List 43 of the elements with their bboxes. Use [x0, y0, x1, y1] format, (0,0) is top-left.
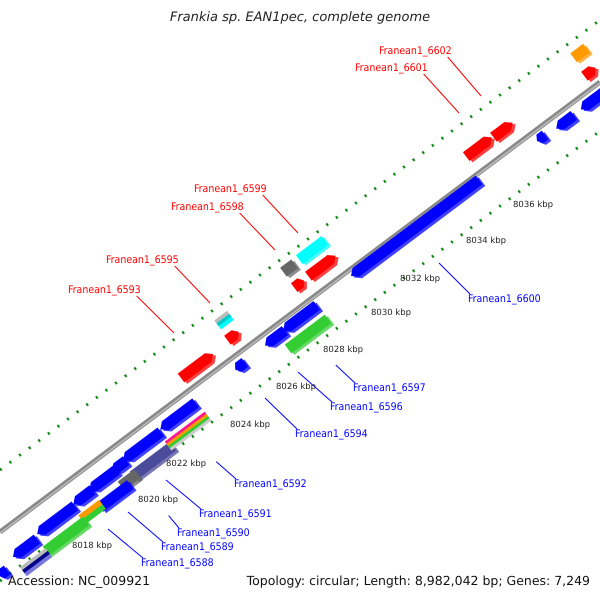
leader-line	[447, 56, 482, 96]
leader-line	[264, 398, 298, 430]
scale-label: 8036 kbp	[513, 200, 554, 210]
scale-label: 8028 kbp	[323, 345, 364, 355]
gene-label: Franean1_6594	[295, 428, 368, 440]
scale-label: 8026 kbp	[276, 382, 316, 392]
scale-label: 8018 kbp	[72, 541, 112, 551]
genome-summary-text: Topology: circular; Length: 8,982,042 bp; Genes: 7,249	[246, 573, 590, 588]
accession-text: Accession: NC_009921	[8, 573, 150, 588]
leader-line	[128, 512, 164, 542]
scale-label: 8030 kbp	[371, 308, 412, 318]
gene-label: Franean1_6590	[177, 527, 250, 539]
leader-line	[216, 461, 236, 480]
gene-label: Franean1_6596	[330, 401, 403, 413]
gene-label: Franean1_6601	[355, 62, 428, 74]
leader-line	[262, 194, 298, 234]
leader-line	[423, 74, 460, 114]
leader-line	[239, 212, 276, 250]
gene-label: Franean1_6599	[194, 183, 267, 195]
gene-label: Franean1_6597	[353, 382, 426, 394]
scale-label: 8034 kbp	[466, 236, 506, 246]
leader-line	[335, 364, 356, 384]
leader-line	[168, 515, 180, 528]
gene-label: Franean1_6600	[468, 293, 541, 305]
leader-line	[108, 528, 144, 558]
gene-label: Franean1_6588	[141, 557, 214, 569]
gene-label: Franean1_6595	[106, 254, 179, 266]
gene-label: Franean1_6591	[199, 508, 272, 520]
scale-label: 8022 kbp	[166, 459, 206, 469]
leader-line	[298, 372, 332, 402]
gene-label: Franean1_6598	[171, 201, 244, 213]
gene-label: Franean1_6602	[379, 45, 452, 57]
scale-label: 8020 kbp	[138, 495, 178, 505]
leader-line	[438, 262, 470, 294]
gene-label: Franean1_6593	[68, 284, 141, 296]
title: Frankia sp. EAN1pec, complete genome	[168, 10, 432, 25]
gene-label: Franean1_6592	[234, 478, 307, 490]
gene-label: Franean1_6589	[161, 541, 234, 553]
scale-label: 8032 kbp	[400, 274, 440, 284]
leader-line	[166, 480, 202, 510]
leader-line	[136, 296, 174, 334]
scale-label: 8024 kbp	[230, 420, 270, 430]
leader-line	[174, 266, 210, 304]
